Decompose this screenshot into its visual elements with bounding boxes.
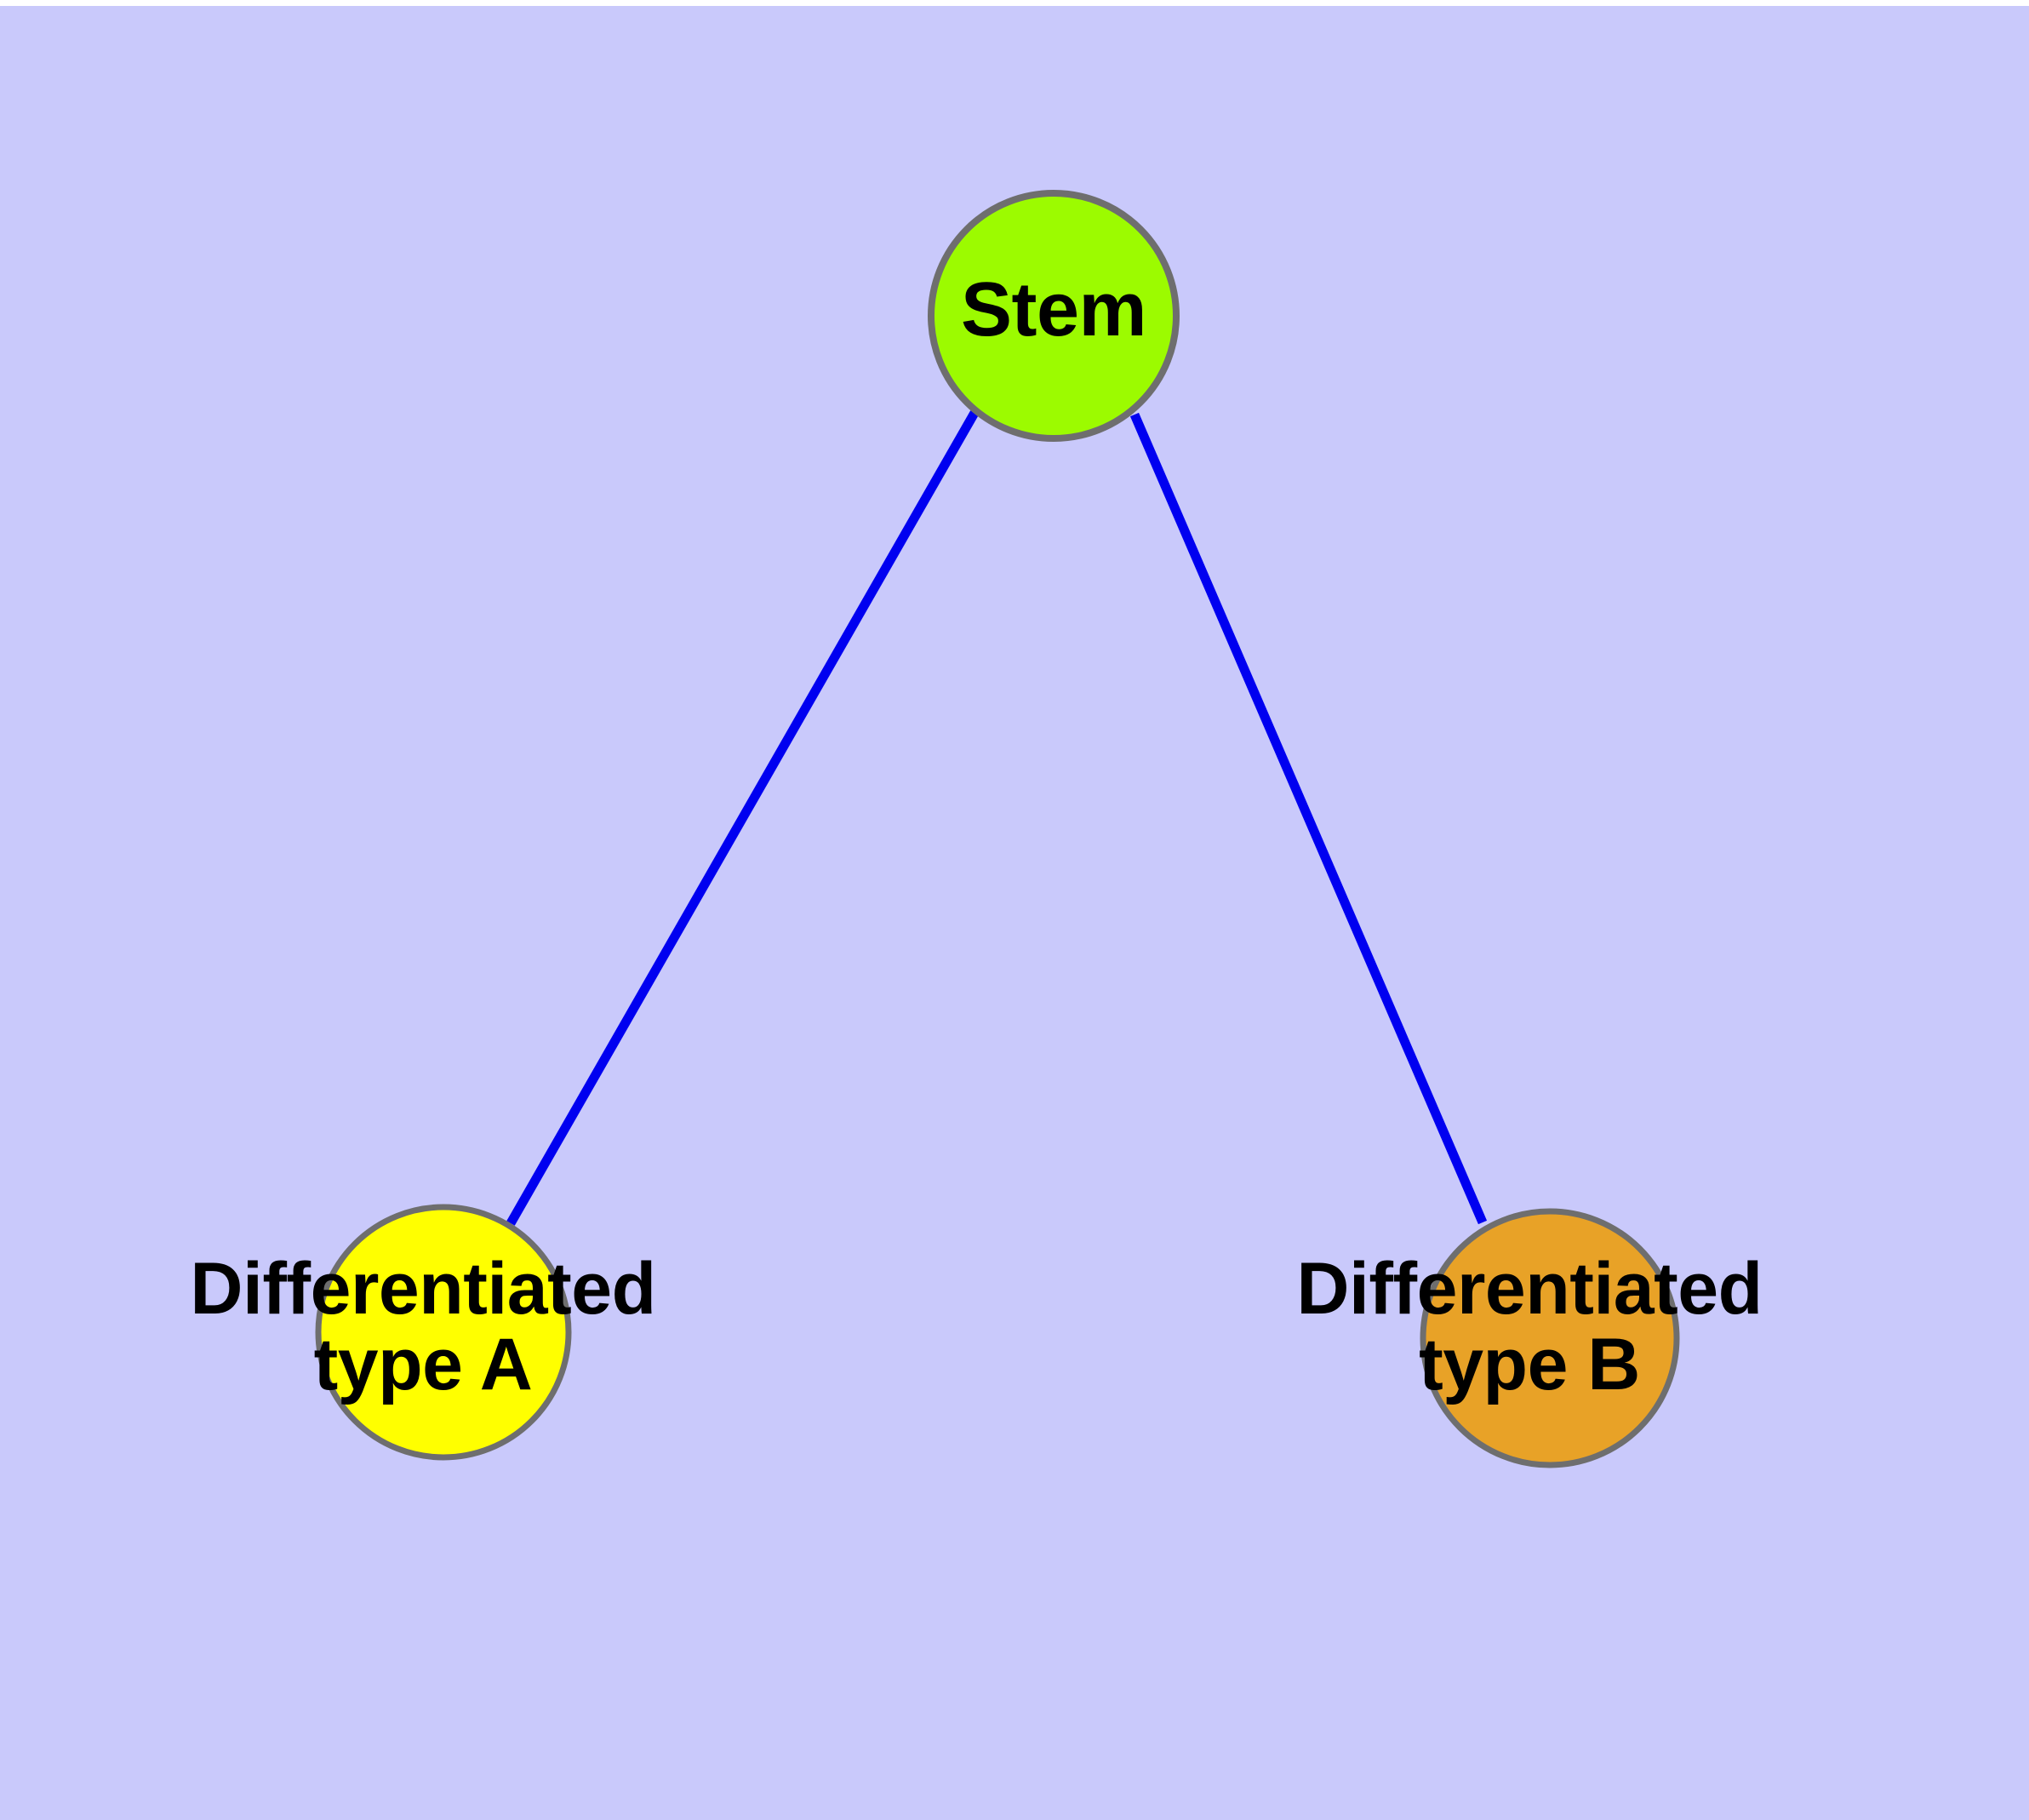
edge-stem-to-diff-b: [1129, 412, 1488, 1225]
canvas-top-margin: [0, 0, 2029, 6]
node-stem-circle[interactable]: [928, 190, 1180, 442]
edge-stem-to-diff-a: [506, 410, 979, 1226]
node-layer: [315, 190, 1680, 1468]
edge-layer: [506, 410, 1488, 1226]
node-diff-a-circle[interactable]: [315, 1204, 572, 1461]
node-diff-b-circle[interactable]: [1420, 1208, 1680, 1468]
